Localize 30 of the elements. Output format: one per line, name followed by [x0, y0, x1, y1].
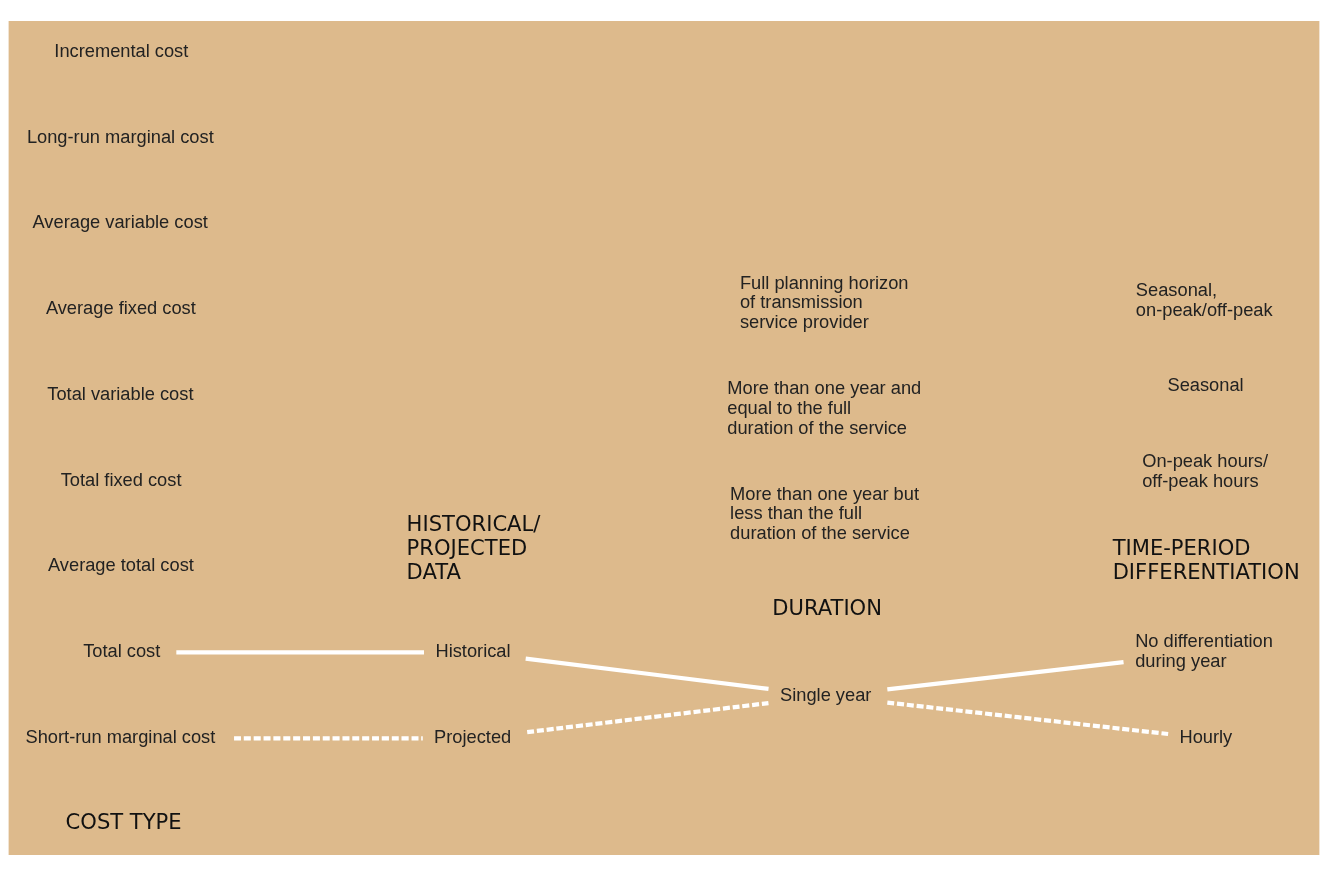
node-text: Single year — [780, 683, 872, 705]
connector — [234, 735, 423, 740]
node-text: No differentiation during year — [1135, 629, 1273, 671]
connector — [525, 656, 769, 691]
connector — [887, 659, 1124, 691]
node-text: Total variable cost — [47, 382, 194, 404]
node-text: Incremental cost — [54, 39, 189, 61]
node-text: Short-run marginal cost — [25, 725, 216, 747]
node-text: Average variable cost — [32, 210, 208, 232]
node-text: Average total cost — [47, 553, 194, 575]
connector — [176, 649, 424, 655]
node-text: Seasonal — [1167, 373, 1244, 395]
node-text: Long-run marginal cost — [26, 125, 214, 147]
connector — [526, 700, 769, 734]
node-text: Full planning horizon of transmission service provider — [739, 271, 909, 332]
node-text: Average fixed cost — [45, 296, 196, 318]
connector — [887, 699, 1169, 736]
label: COST TYPE — [65, 808, 182, 834]
node-text: Projected — [434, 725, 512, 747]
node-text: Seasonal, on-peak/off-peak — [1135, 278, 1273, 319]
node-text: Total cost — [83, 639, 161, 661]
node-text: Hourly — [1179, 725, 1233, 747]
label: TIME-PERIOD DIFFERENTIATION — [1112, 534, 1300, 584]
node-text: More than one year and equal to the full duration of the service — [727, 376, 922, 438]
label: HISTORICAL/ PROJECTED DATA — [406, 510, 541, 584]
node-text: On-peak hours/ off-peak hours — [1142, 449, 1269, 491]
node-text: More than one year but less than the full duration of the service — [730, 482, 919, 543]
node-text: Total fixed cost — [60, 468, 182, 490]
label: DURATION — [772, 594, 882, 620]
node-text: Historical — [435, 639, 511, 661]
